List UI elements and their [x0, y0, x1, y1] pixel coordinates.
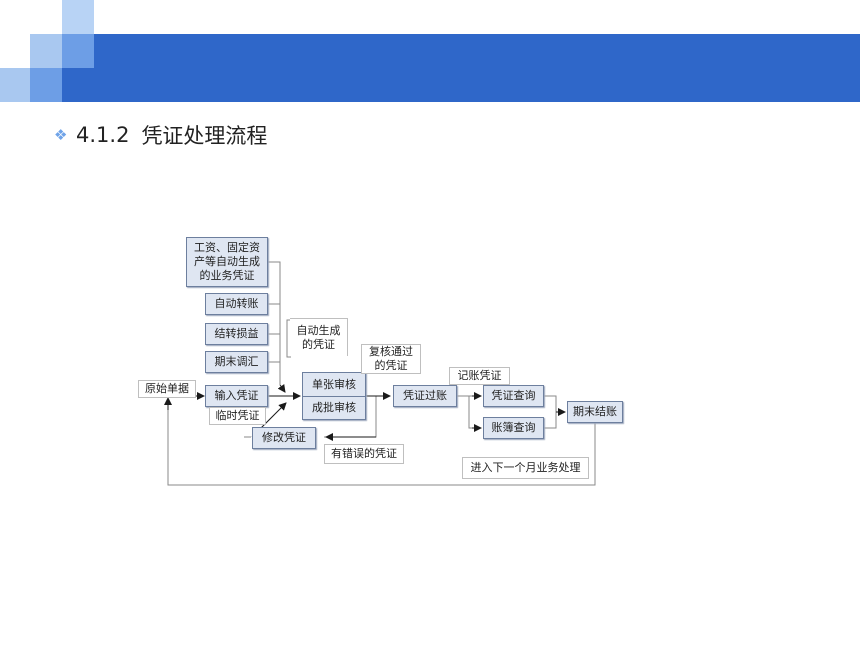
label-original-document: 原始单据 — [138, 380, 196, 398]
node-voucher-query: 凭证查询 — [483, 385, 544, 407]
header-band — [62, 34, 860, 102]
section-number: 4.1.2 — [76, 123, 130, 147]
header-square-mid — [62, 34, 94, 68]
label-temporary-voucher: 临时凭证 — [209, 407, 266, 425]
label-review-passed: 复核通过 的凭证 — [361, 344, 421, 374]
header-square-bottom — [30, 68, 62, 102]
label-auto-generated-voucher: 自动生成 的凭证 — [290, 318, 348, 356]
label-posted-voucher: 记账凭证 — [449, 367, 510, 385]
node-auto-generated-vouchers: 工资、固定资 产等自动生成 的业务凭证 — [186, 237, 268, 287]
label-next-month: 进入下一个月业务处理 — [462, 457, 589, 479]
header-square-mid-left — [30, 34, 62, 68]
node-batch-review: 成批审核 — [302, 396, 366, 420]
diamond-bullet-icon: ❖ — [54, 126, 68, 144]
section-heading: ❖ 4.1.2 凭证处理流程 — [54, 120, 267, 150]
node-period-close: 期末结账 — [567, 401, 623, 423]
node-voucher-posting: 凭证过账 — [393, 385, 457, 407]
node-modify-voucher: 修改凭证 — [252, 427, 316, 449]
node-carry-profit-loss: 结转损益 — [205, 323, 268, 345]
node-input-voucher: 输入凭证 — [205, 385, 268, 407]
node-ledger-query: 账簿查询 — [483, 417, 544, 439]
connector-auto-generated — [268, 261, 281, 385]
node-auto-transfer: 自动转账 — [205, 293, 268, 315]
node-single-review: 单张审核 — [302, 372, 366, 396]
section-title: 凭证处理流程 — [141, 124, 268, 148]
header-square-bottom-left — [0, 68, 30, 102]
node-period-end-fx: 期末调汇 — [205, 351, 268, 373]
header-square-top — [62, 0, 94, 34]
label-error-voucher: 有错误的凭证 — [324, 444, 404, 464]
